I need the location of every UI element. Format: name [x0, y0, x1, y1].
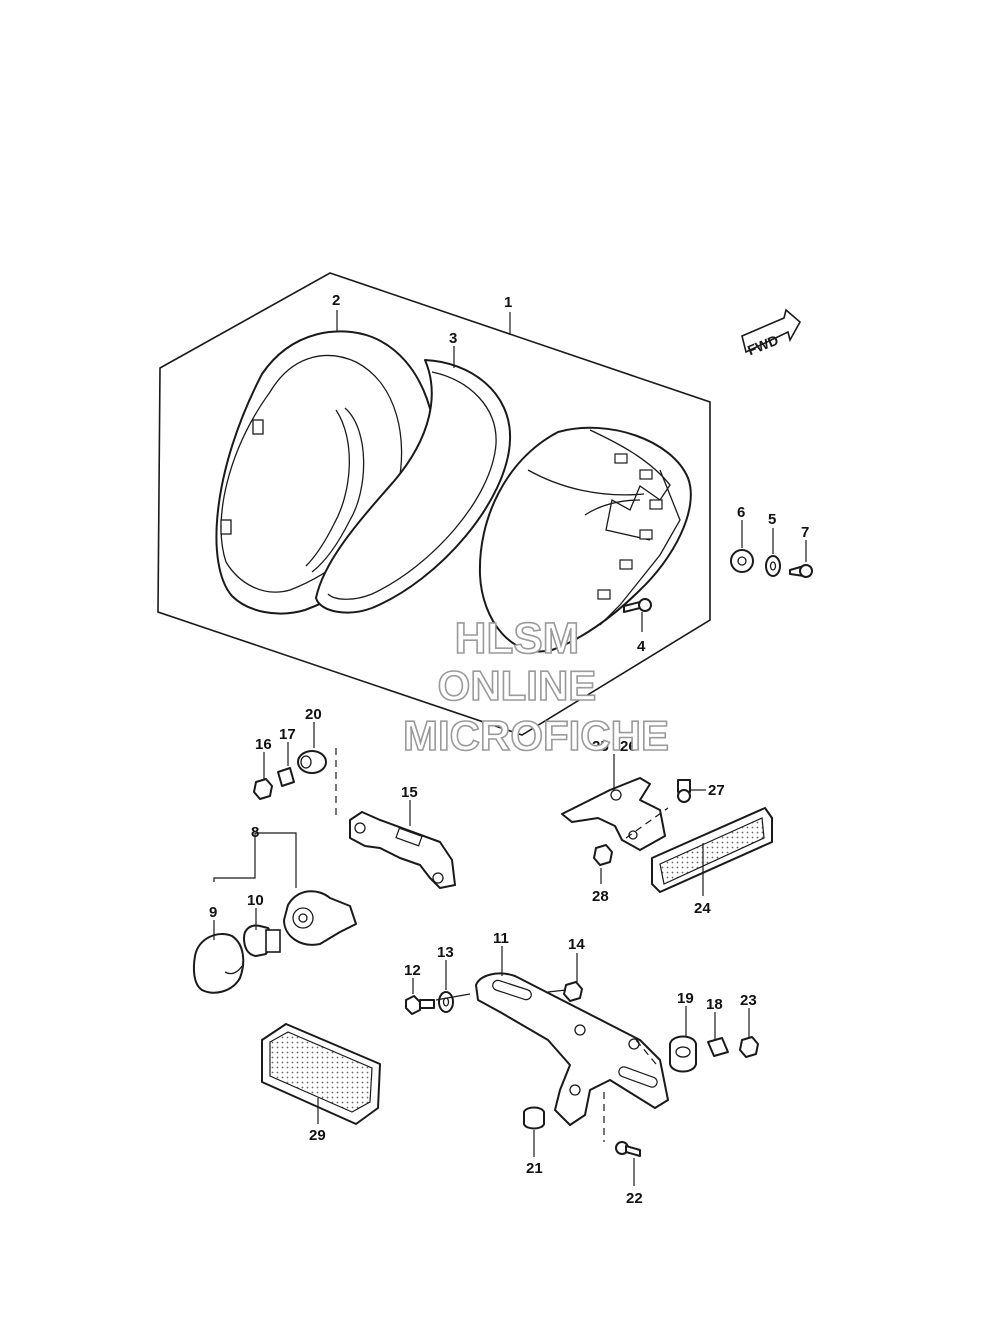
callout-15: 15	[401, 784, 418, 801]
turn-signal-lens-9[interactable]	[192, 933, 245, 994]
reflector-24[interactable]	[651, 807, 773, 893]
callout-5: 5	[768, 511, 776, 528]
washer-13[interactable]	[438, 991, 454, 1013]
spacer-18[interactable]	[707, 1037, 729, 1057]
assembly-frame	[157, 272, 711, 736]
grommet-6[interactable]	[730, 549, 754, 573]
grommet-21[interactable]	[523, 1106, 545, 1130]
tail-lamp-housing[interactable]	[478, 426, 692, 653]
washer-5[interactable]	[765, 555, 781, 577]
callout-2: 2	[332, 292, 340, 309]
callout-numbers: 1 2 3 4 5 6 7 8 9 10 11 12 13 14 15 16 1…	[209, 292, 809, 1207]
callout-25: 25	[592, 738, 609, 755]
watermark-line-2: ONLINE	[438, 662, 597, 709]
bulb-socket-8[interactable]	[283, 890, 357, 946]
callout-18: 18	[706, 996, 723, 1013]
callout-21: 21	[526, 1160, 543, 1177]
nut-16[interactable]	[253, 778, 273, 800]
callout-27: 27	[708, 782, 725, 799]
callout-24: 24	[694, 900, 711, 917]
callout-13: 13	[437, 944, 454, 961]
reflector-29[interactable]	[261, 1023, 381, 1125]
bulb-10[interactable]	[243, 924, 281, 957]
callout-4: 4	[637, 638, 646, 655]
watermark-line-3: MICROFICHE	[403, 712, 669, 759]
screw-27[interactable]	[677, 779, 691, 803]
spacer-17[interactable]	[277, 767, 295, 787]
callout-20: 20	[305, 706, 322, 723]
watermark: HLSM ONLINE MICROFICHE	[402, 613, 670, 760]
callout-6: 6	[737, 504, 745, 521]
nut-28[interactable]	[593, 844, 613, 866]
callout-29: 29	[309, 1127, 326, 1144]
lens-gasket[interactable]	[315, 359, 512, 614]
grommet-19[interactable]	[669, 1035, 697, 1073]
watermark-line-1: HLSM	[455, 614, 580, 663]
callout-26: 26	[620, 738, 637, 755]
callout-8: 8	[251, 824, 259, 841]
nut-23[interactable]	[739, 1036, 759, 1058]
callout-3: 3	[449, 330, 457, 347]
callout-9: 9	[209, 904, 217, 921]
housing-screw[interactable]	[623, 598, 652, 613]
callout-19: 19	[677, 990, 694, 1007]
leader-lines	[213, 310, 807, 1186]
callout-28: 28	[592, 888, 609, 905]
license-bracket-11[interactable]	[475, 972, 669, 1126]
callout-11: 11	[493, 930, 509, 947]
grommet-20[interactable]	[297, 750, 327, 774]
callout-22: 22	[626, 1190, 643, 1207]
callout-12: 12	[404, 962, 421, 979]
callout-16: 16	[255, 736, 272, 753]
callout-1: 1	[504, 294, 512, 311]
screw-22[interactable]	[615, 1141, 641, 1157]
bracket-15[interactable]	[349, 811, 456, 889]
reflector-bracket-25-26[interactable]	[561, 777, 666, 851]
callout-14: 14	[568, 936, 585, 953]
callout-7: 7	[801, 524, 809, 541]
screw-7[interactable]	[789, 564, 813, 578]
callout-17: 17	[279, 726, 296, 743]
fwd-direction-badge: FWD	[741, 308, 802, 358]
callout-23: 23	[740, 992, 757, 1009]
bolt-12[interactable]	[405, 995, 435, 1015]
callout-10: 10	[247, 892, 264, 909]
nut-14[interactable]	[563, 981, 583, 1002]
